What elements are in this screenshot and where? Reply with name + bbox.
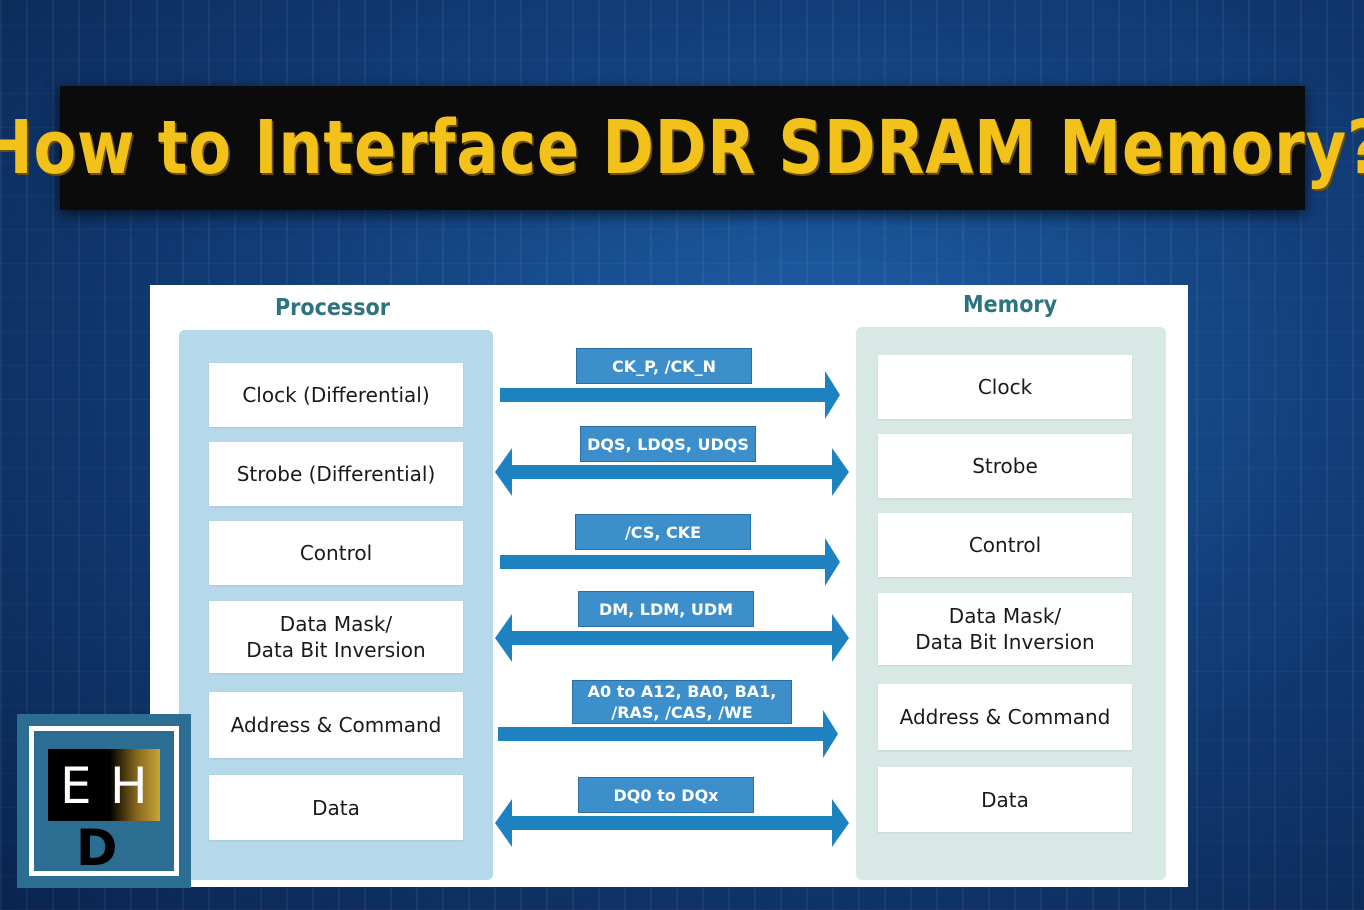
- memory-block-strobe: Strobe: [878, 434, 1132, 498]
- processor-block-strobe: Strobe (Differential): [209, 442, 463, 506]
- signal-label-control: /CS, CKE: [575, 514, 751, 550]
- arrow-clock: [500, 371, 840, 419]
- processor-label: Processor: [275, 295, 390, 321]
- processor-block-control: Control: [209, 521, 463, 585]
- logo-letter-d: D: [76, 819, 118, 877]
- page-title: How to Interface DDR SDRAM Memory?: [0, 105, 1364, 191]
- logo-letter-e: E: [60, 757, 92, 815]
- logo-gold-band: [48, 749, 160, 821]
- processor-block-data-mask: Data Mask/ Data Bit Inversion: [209, 601, 463, 673]
- processor-block-data: Data: [209, 775, 463, 840]
- arrow-address-command: [498, 710, 838, 758]
- signal-label-data-mask: DM, LDM, UDM: [578, 591, 754, 627]
- signal-label-strobe: DQS, LDQS, UDQS: [580, 426, 756, 462]
- logo-letter-h: H: [110, 757, 148, 815]
- processor-block-clock: Clock (Differential): [209, 363, 463, 427]
- memory-label: Memory: [963, 292, 1058, 318]
- arrow-control: [500, 538, 840, 586]
- memory-block-data-mask: Data Mask/ Data Bit Inversion: [878, 593, 1132, 665]
- title-banner: How to Interface DDR SDRAM Memory?: [0, 86, 1364, 210]
- memory-block-control: Control: [878, 513, 1132, 577]
- memory-block-data: Data: [878, 767, 1132, 832]
- processor-block-address-command: Address & Command: [209, 692, 463, 758]
- arrow-data: [495, 799, 849, 847]
- arrow-strobe: [495, 448, 849, 496]
- memory-block-address-command: Address & Command: [878, 684, 1132, 750]
- signal-label-data: DQ0 to DQx: [578, 777, 754, 813]
- signal-arrows: [495, 371, 849, 847]
- diagram-panel: Processor Memory Clock (Differential) St…: [150, 285, 1188, 887]
- ehd-logo: E H D: [17, 714, 191, 888]
- memory-block-clock: Clock: [878, 355, 1132, 419]
- signal-label-address-command: A0 to A12, BA0, BA1, /RAS, /CAS, /WE: [572, 680, 792, 724]
- logo-frame: E H D: [29, 726, 179, 876]
- arrow-data-mask: [495, 614, 849, 662]
- signal-label-clock: CK_P, /CK_N: [576, 348, 752, 384]
